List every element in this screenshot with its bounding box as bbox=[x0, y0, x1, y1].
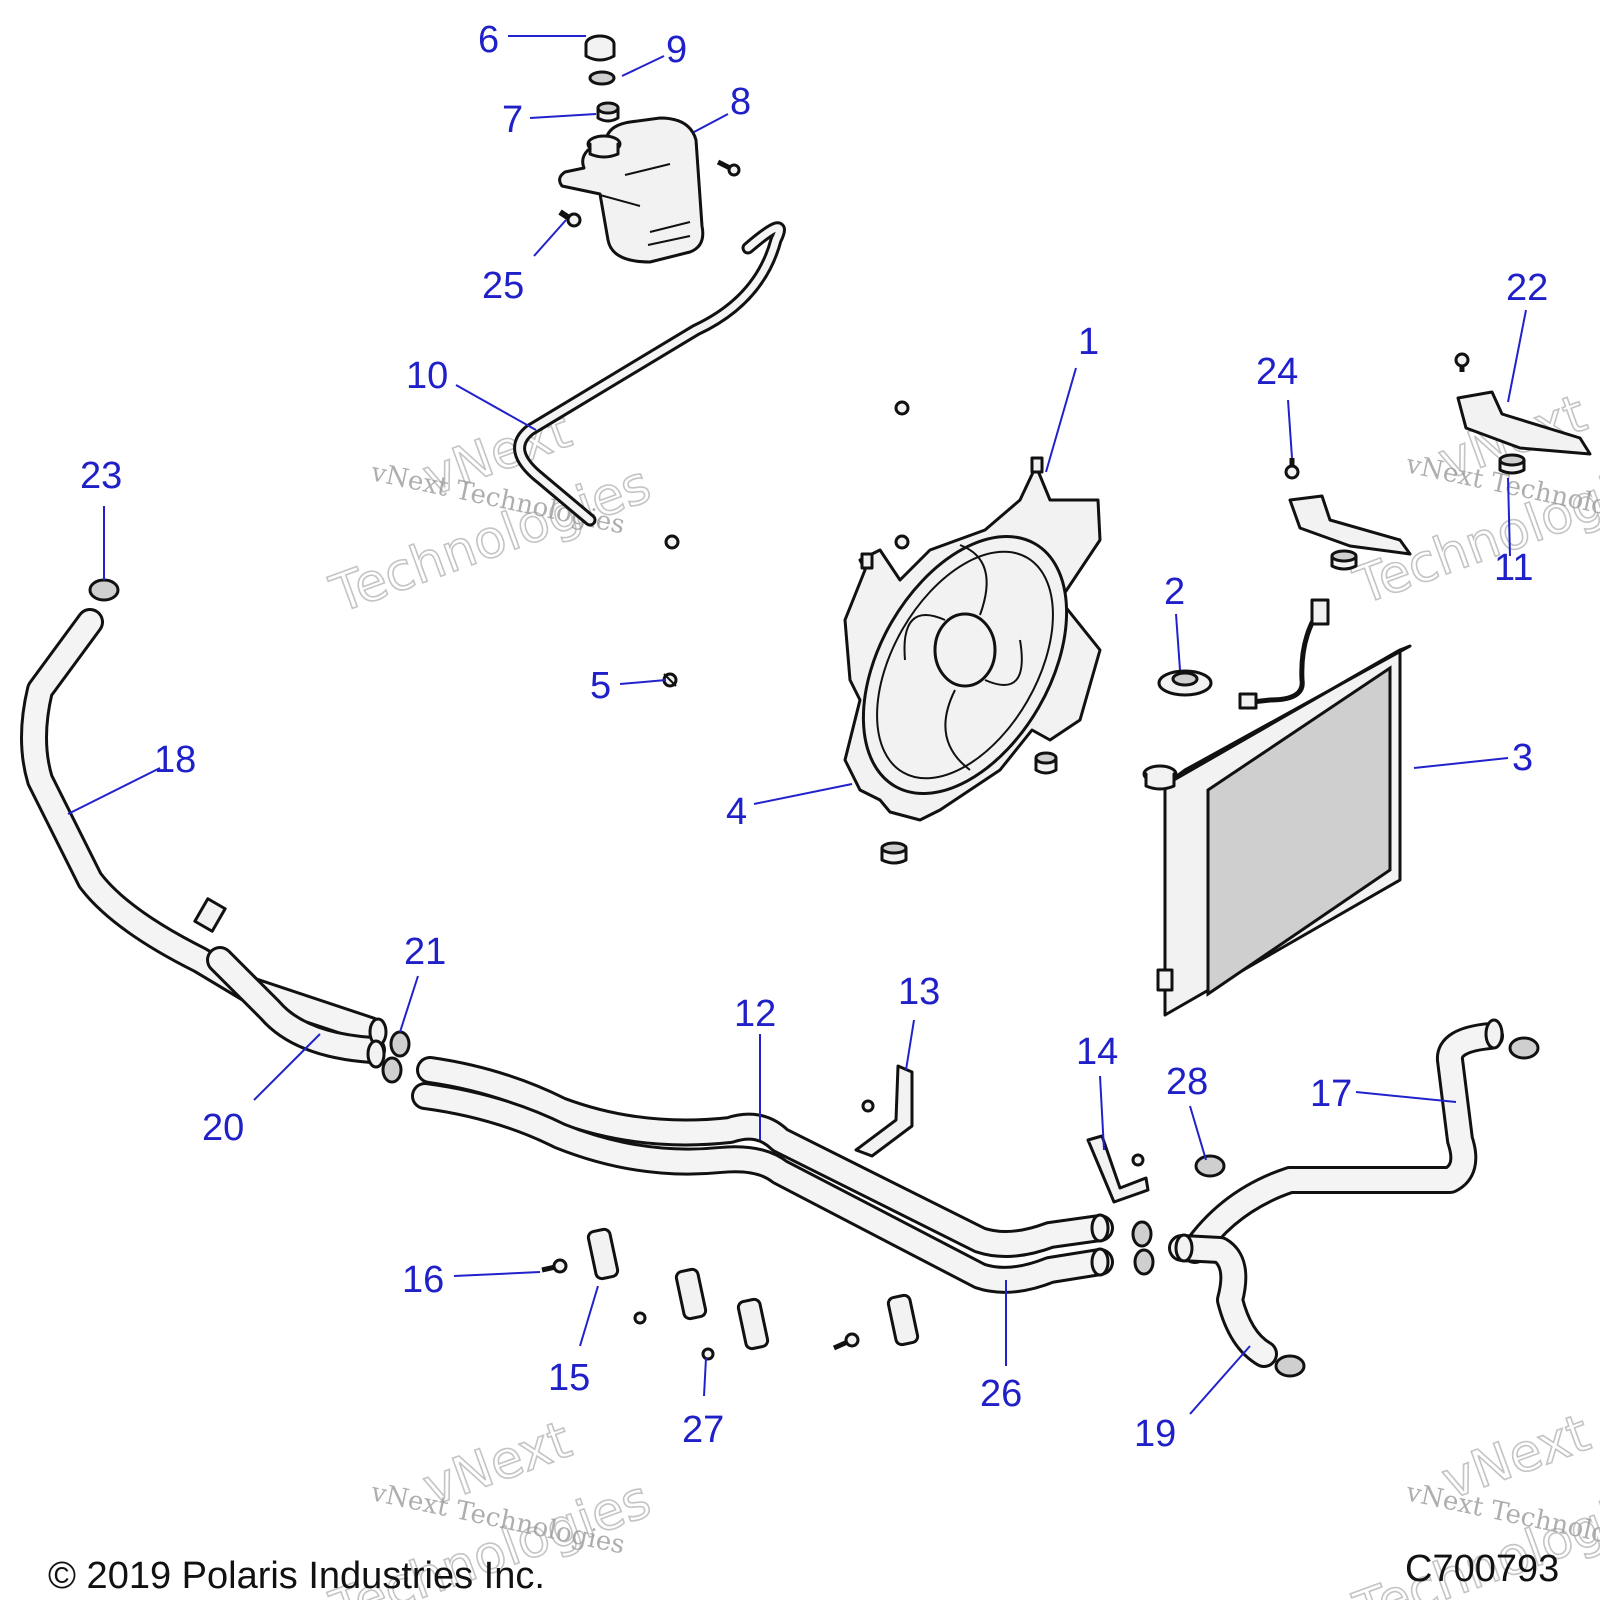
callout-16: 16 bbox=[402, 1259, 444, 1301]
bracket-part-14 bbox=[1086, 1134, 1150, 1204]
fitting-on-hose bbox=[193, 897, 227, 933]
screw-top-right bbox=[1454, 352, 1470, 372]
screw-part-24 bbox=[1284, 458, 1300, 480]
clip-part-15-d bbox=[886, 1293, 920, 1347]
callout-14: 14 bbox=[1076, 1031, 1118, 1073]
clamp-part-28 bbox=[1194, 1154, 1226, 1178]
fan-part-1 bbox=[861, 535, 1069, 795]
callout-26: 26 bbox=[980, 1373, 1022, 1415]
screw-mid-b bbox=[832, 1332, 860, 1351]
copyright-notice: © 2019 Polaris Industries Inc. bbox=[48, 1555, 545, 1597]
leader-lines bbox=[67, 35, 1527, 1415]
screw-near-tank bbox=[716, 159, 741, 177]
callout-15: 15 bbox=[548, 1357, 590, 1399]
callout-10: 10 bbox=[406, 355, 448, 397]
clamp-part-21 bbox=[381, 1030, 411, 1084]
callout-21: 21 bbox=[404, 931, 446, 973]
bracket-part-22 bbox=[1456, 390, 1592, 475]
clip-part-15-b bbox=[674, 1267, 708, 1321]
tube-part-12 bbox=[416, 1056, 1114, 1258]
callout-13: 13 bbox=[898, 971, 940, 1013]
radiator-part-3 bbox=[1142, 598, 1412, 1017]
callout-27: 27 bbox=[682, 1409, 724, 1451]
grommet-fan-b bbox=[880, 841, 908, 865]
hose-part-19 bbox=[1168, 1233, 1278, 1368]
callout-1: 1 bbox=[1078, 321, 1099, 363]
screw-mid-a bbox=[633, 1311, 647, 1325]
hose-part-17 bbox=[1181, 1018, 1504, 1264]
clip-part-15-c bbox=[736, 1297, 770, 1351]
callout-23: 23 bbox=[80, 455, 122, 497]
callout-8: 8 bbox=[730, 81, 751, 123]
callout-28: 28 bbox=[1166, 1061, 1208, 1103]
coolant-reservoir-part-8 bbox=[558, 116, 705, 264]
adapter-part-7 bbox=[596, 101, 620, 123]
hose-part-20 bbox=[206, 946, 388, 1069]
watermark-top-left: vNext Technologies vNext Technologies bbox=[322, 399, 659, 626]
callout-3: 3 bbox=[1512, 737, 1533, 779]
drawing-number: C700793 bbox=[1405, 1548, 1560, 1590]
screw-part-25 bbox=[558, 209, 582, 228]
screw-part-16 bbox=[541, 1258, 568, 1274]
hose-part-18 bbox=[20, 608, 384, 1044]
callout-7: 7 bbox=[502, 99, 523, 141]
callout-numbers: 1 2 3 4 5 6 7 8 9 10 11 12 13 14 15 16 1… bbox=[80, 19, 1548, 1455]
overflow-hose-part-10 bbox=[513, 221, 786, 527]
clamp-lower-right bbox=[1274, 1354, 1306, 1378]
clamp-upper-right bbox=[1508, 1036, 1540, 1060]
grommet-fan-a bbox=[1034, 751, 1058, 775]
screw-c bbox=[894, 534, 910, 550]
screw-part-27 bbox=[701, 1347, 715, 1361]
seal-part-9 bbox=[588, 70, 616, 86]
callout-18: 18 bbox=[154, 739, 196, 781]
screw-part-5 bbox=[662, 672, 678, 688]
callout-25: 25 bbox=[482, 265, 524, 307]
bracket-lower bbox=[1288, 494, 1412, 571]
radiator-cap-part-2 bbox=[1157, 669, 1213, 697]
screw-a bbox=[664, 534, 680, 550]
tube-part-26 bbox=[411, 1082, 1114, 1294]
callout-24: 24 bbox=[1256, 351, 1298, 393]
callout-22: 22 bbox=[1506, 267, 1548, 309]
callout-6: 6 bbox=[478, 19, 499, 61]
reservoir-cap-part-6 bbox=[584, 34, 616, 62]
callout-17: 17 bbox=[1310, 1073, 1352, 1115]
callout-20: 20 bbox=[202, 1107, 244, 1149]
callout-4: 4 bbox=[726, 791, 747, 833]
screw-b bbox=[894, 400, 910, 416]
clamp-pair-right bbox=[1131, 1220, 1155, 1276]
callout-5: 5 bbox=[590, 665, 611, 707]
clamp-part-23 bbox=[88, 578, 120, 602]
callout-12: 12 bbox=[734, 993, 776, 1035]
callout-11: 11 bbox=[1494, 547, 1533, 589]
callout-9: 9 bbox=[666, 29, 687, 71]
callout-19: 19 bbox=[1134, 1413, 1176, 1455]
clip-part-15-a bbox=[586, 1227, 620, 1281]
bracket-part-13 bbox=[854, 1064, 914, 1158]
callout-2: 2 bbox=[1164, 571, 1185, 613]
